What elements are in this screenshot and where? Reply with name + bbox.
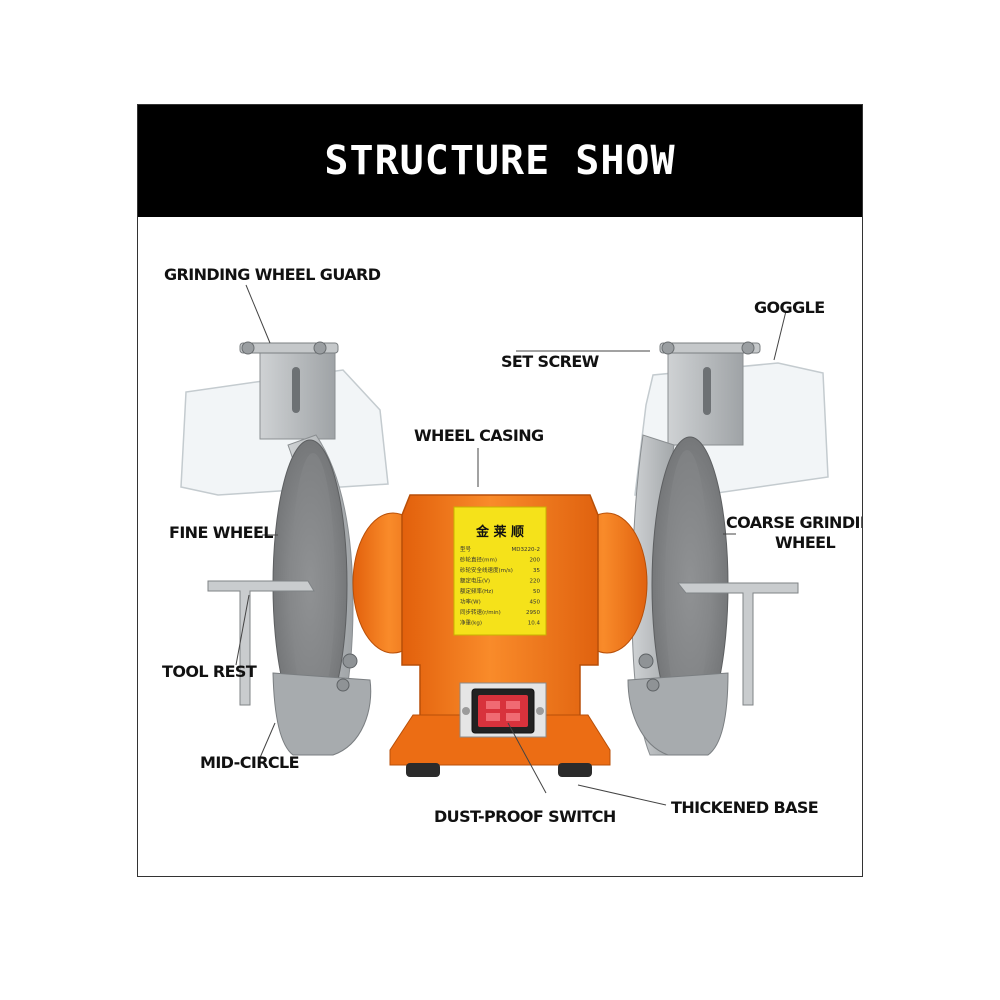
nameplate-row-value: 200 [530, 558, 541, 564]
right-tool-rest [676, 582, 799, 706]
left-mid-circle-guard [272, 672, 372, 756]
page-title: STRUCTURE SHOW [324, 138, 676, 184]
label-tool-rest: TOOL REST [162, 662, 257, 681]
label-fine-wheel: FINE WHEEL [169, 523, 273, 542]
nameplate-row-name: 净重(kg) [460, 619, 482, 627]
left-set-screw-bar [239, 342, 339, 354]
header-banner: STRUCTURE SHOW [138, 105, 862, 217]
label-goggle: GOGGLE [754, 298, 825, 317]
nameplate-row-value: 2950 [526, 610, 540, 616]
nameplate-row-name: 功率(W) [460, 598, 481, 606]
nameplate-row-name: 砂轮直径(mm) [460, 556, 497, 564]
label-wheel-casing: WHEEL CASING [414, 426, 544, 445]
nameplate-row-value: 50 [533, 589, 540, 595]
nameplate-row-value: 10.4 [528, 621, 541, 627]
right-set-screw-bar [659, 342, 761, 354]
label-coarse-grinding: COARSE GRINDING [726, 513, 862, 532]
label-dust-proof-switch: DUST-PROOF SWITCH [434, 807, 616, 826]
label-grinding-wheel-guard: GRINDING WHEEL GUARD [164, 265, 381, 284]
label-set-screw: SET SCREW [501, 352, 599, 371]
nameplate-rows: 型号 MD3220-2 砂轮直径(mm) 200 砂轮安全线速度(m/s) 35 额定电压(… [460, 545, 540, 627]
nameplate-row-name: 额定电压(V) [460, 577, 490, 585]
motor-body: 金 莱 顺 型号 MD3220-2 砂轮直径(mm) 200 砂轮安全线速度(m/s) 3… [352, 494, 648, 777]
diagram-frame: STRUCTURE SHOW [137, 104, 863, 877]
nameplate-row-value: 220 [530, 579, 541, 585]
nameplate-row-name: 型号 [460, 545, 472, 553]
label-coarse-wheel: WHEEL [775, 533, 836, 552]
nameplate-row-value: 35 [533, 568, 540, 574]
thickened-base [389, 714, 611, 766]
bench-grinder-illustration: 金 莱 顺 型号 MD3220-2 砂轮直径(mm) 200 砂轮安全线速度(m/s) 3… [180, 284, 829, 806]
leader-lines [235, 284, 787, 806]
label-thickened-base: THICKENED BASE [671, 798, 819, 817]
nameplate-row-name: 额定频率(Hz) [460, 587, 493, 595]
nameplate [453, 506, 547, 636]
nameplate-row-name: 砂轮安全线速度(m/s) [460, 566, 513, 574]
nameplate-row-name: 同步转速(r/min) [460, 608, 501, 616]
nameplate-row-value: 450 [530, 600, 541, 606]
right-shield-bracket [667, 349, 744, 446]
left-wheel-assembly [180, 341, 389, 756]
nameplate-row-value: MD3220-2 [512, 547, 540, 553]
left-tool-rest [207, 580, 315, 706]
label-mid-circle: MID-CIRCLE [200, 753, 300, 772]
right-wheel-assembly [627, 341, 829, 756]
nameplate-brand: 金 莱 顺 [475, 524, 524, 540]
right-mid-circle-guard [627, 672, 729, 756]
